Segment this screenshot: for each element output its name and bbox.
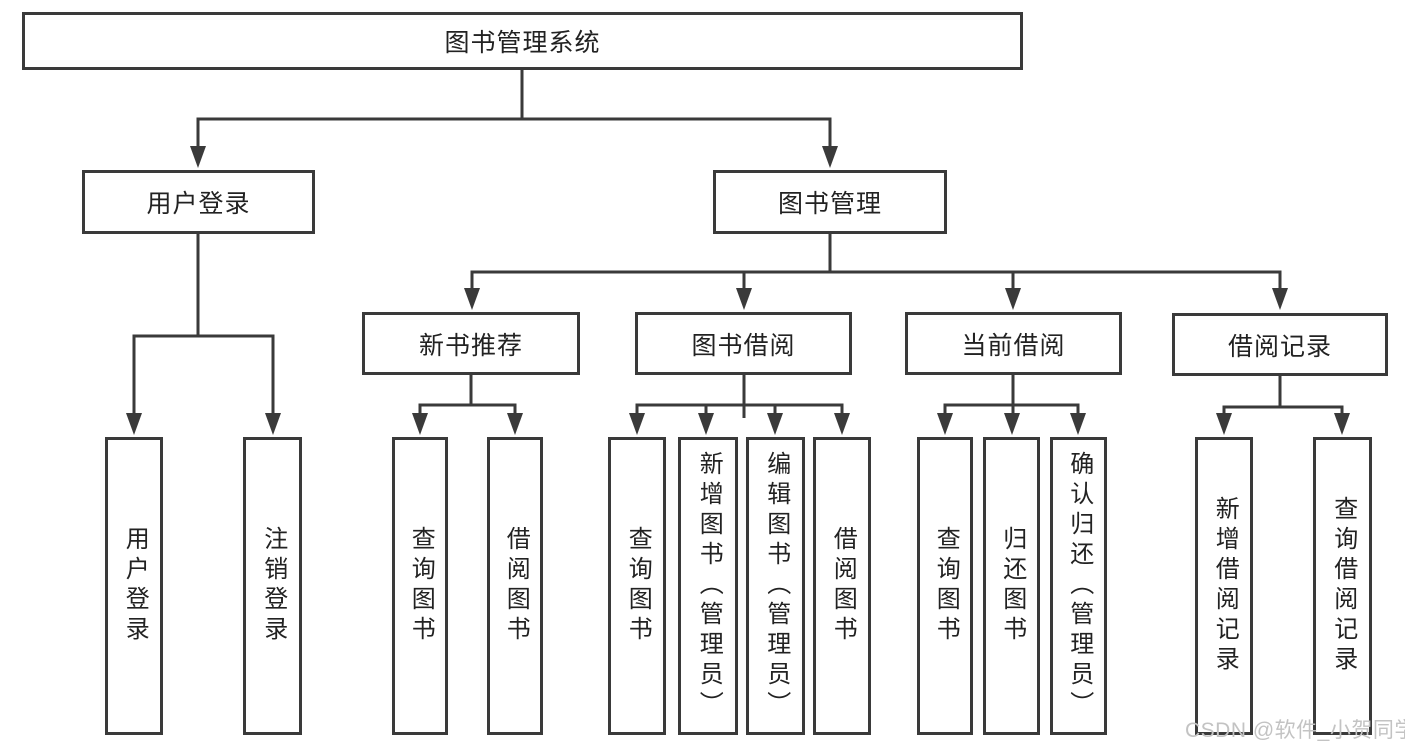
node-label: 归还图书 — [998, 526, 1026, 646]
node-label: 查询图书 — [407, 526, 435, 646]
arrow-down-icon — [937, 413, 953, 435]
node-label: 图书管理 — [777, 190, 882, 218]
leaf-borrow-book: 借阅图书 — [813, 437, 871, 735]
connector-book-mgmt-children — [464, 234, 1288, 310]
node-book-management: 图书管理 — [713, 170, 947, 234]
csdn-watermark: CSDN @软件_小贺同学 — [1185, 719, 1405, 742]
leaf-query-book: 查询图书 — [917, 437, 973, 735]
node-label: 新增借阅记录 — [1211, 496, 1239, 676]
node-label: 借阅图书 — [829, 526, 857, 646]
node-label: 新增图书（管理员） — [695, 451, 723, 721]
leaf-query-book: 查询图书 — [392, 437, 448, 735]
node-label: 用户登录 — [121, 526, 149, 646]
arrow-down-icon — [1005, 288, 1021, 310]
arrow-down-icon — [1216, 413, 1232, 435]
node-book-borrow: 图书借阅 — [635, 312, 852, 375]
arrow-down-icon — [1334, 413, 1350, 435]
node-label: 图书借阅 — [691, 331, 796, 360]
leaf-add-borrow-record: 新增借阅记录 — [1195, 437, 1253, 735]
leaf-logout: 注销登录 — [243, 437, 302, 735]
node-root-system: 图书管理系统 — [22, 12, 1023, 70]
arrow-down-icon — [412, 413, 428, 435]
connector-root-to-level1 — [190, 69, 838, 168]
node-label: 注销登录 — [259, 526, 287, 646]
leaf-query-book: 查询图书 — [608, 437, 666, 735]
node-label: 借阅记录 — [1227, 332, 1332, 361]
arrow-down-icon — [629, 413, 645, 435]
arrow-down-icon — [822, 146, 838, 168]
arrow-down-icon — [1272, 288, 1288, 310]
arrow-down-icon — [698, 413, 714, 435]
connector-current-borrow-children — [937, 375, 1086, 435]
connector-book-borrow-children — [629, 375, 850, 435]
arrow-down-icon — [190, 146, 206, 168]
arrow-down-icon — [767, 413, 783, 435]
leaf-confirm-return-admin: 确认归还（管理员） — [1050, 437, 1107, 735]
node-label: 查询借阅记录 — [1329, 496, 1357, 676]
leaf-return-book: 归还图书 — [983, 437, 1040, 735]
node-label: 图书管理系统 — [444, 29, 601, 57]
node-label: 查询图书 — [624, 526, 652, 646]
connector-borrow-records-children — [1216, 376, 1350, 435]
node-label: 用户登录 — [146, 190, 251, 218]
node-label: 借阅图书 — [502, 526, 530, 646]
connector-user-login-children — [126, 233, 281, 435]
arrow-down-icon — [126, 413, 142, 435]
node-label: 当前借阅 — [961, 331, 1066, 360]
node-label: 新书推荐 — [418, 331, 523, 360]
node-label: 确认归还（管理员） — [1065, 451, 1093, 721]
node-user-login: 用户登录 — [82, 170, 315, 234]
arrow-down-icon — [464, 288, 480, 310]
node-new-book-recommend: 新书推荐 — [362, 312, 580, 375]
leaf-edit-book-admin: 编辑图书（管理员） — [746, 437, 805, 735]
node-borrow-records: 借阅记录 — [1172, 313, 1388, 376]
arrow-down-icon — [1004, 413, 1020, 435]
arrow-down-icon — [507, 413, 523, 435]
node-current-borrow: 当前借阅 — [905, 312, 1122, 375]
leaf-query-borrow-record: 查询借阅记录 — [1313, 437, 1372, 735]
node-label: 编辑图书（管理员） — [762, 451, 790, 721]
leaf-add-book-admin: 新增图书（管理员） — [678, 437, 738, 735]
leaf-borrow-book: 借阅图书 — [487, 437, 543, 735]
arrow-down-icon — [265, 413, 281, 435]
arrow-down-icon — [834, 413, 850, 435]
leaf-user-login: 用户登录 — [105, 437, 163, 735]
arrow-down-icon — [1070, 413, 1086, 435]
arrow-down-icon — [736, 288, 752, 310]
node-label: 查询图书 — [932, 526, 960, 646]
connector-new-book-rec-children — [412, 375, 523, 435]
